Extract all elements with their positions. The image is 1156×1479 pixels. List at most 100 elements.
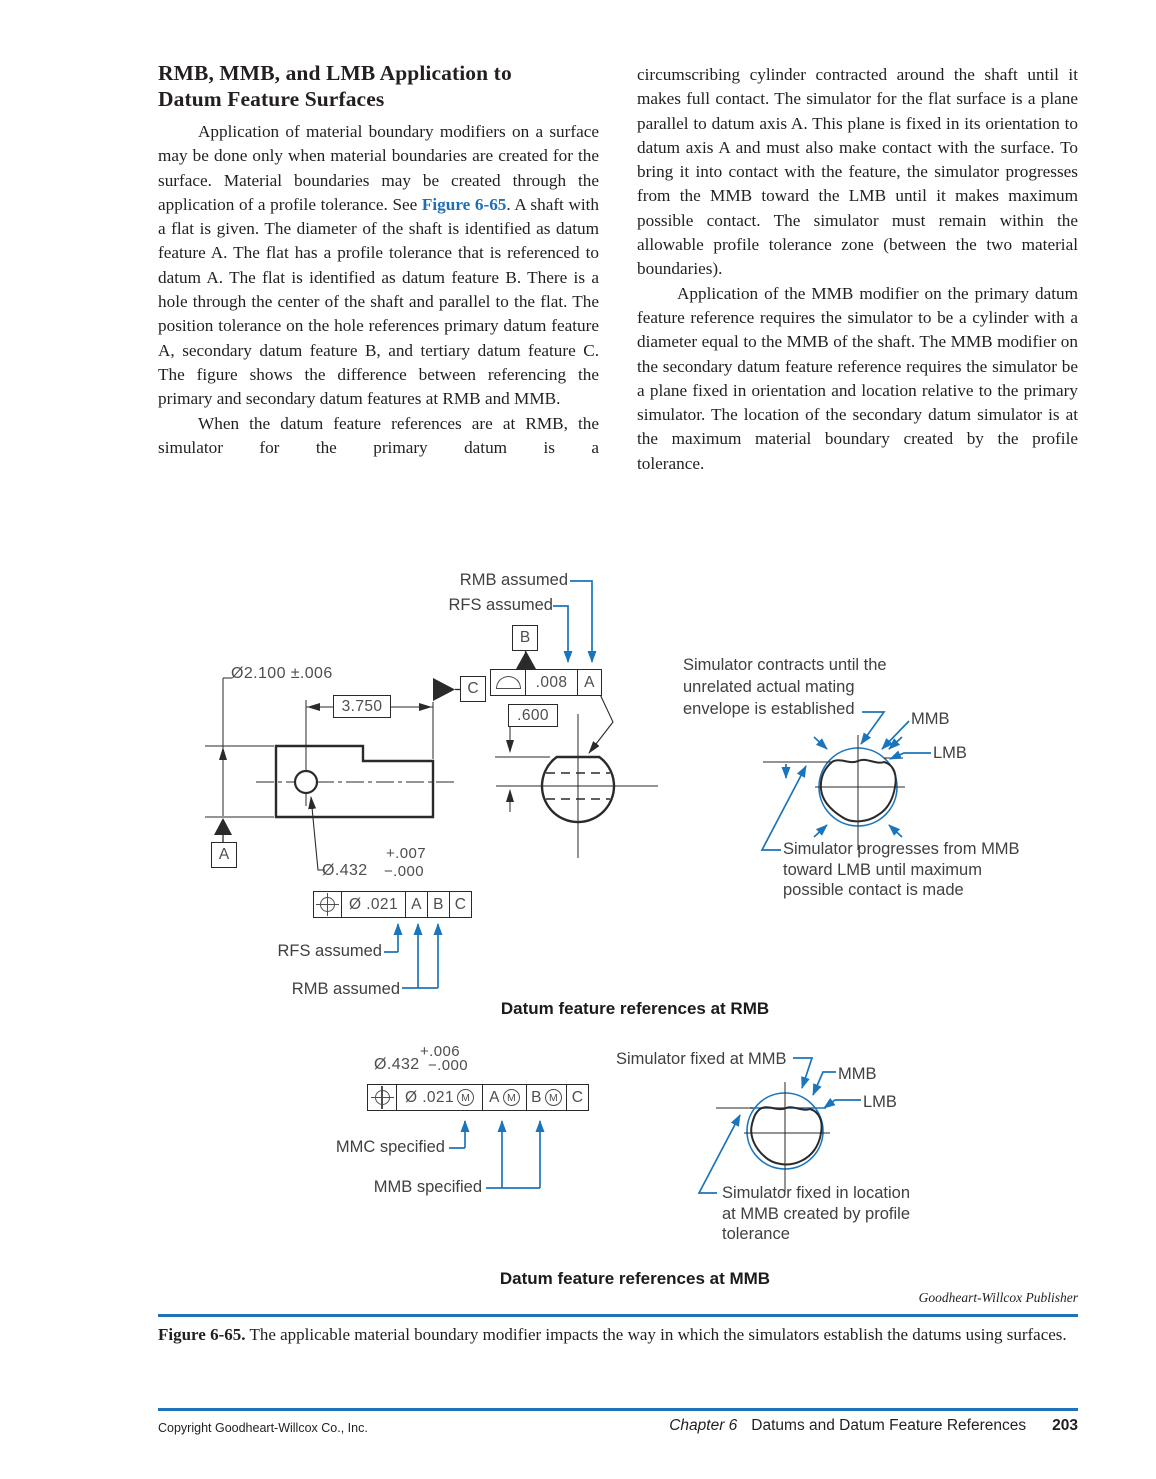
actual-part-outline [819,758,897,823]
label-simulator-contracts: Simulator contracts until the unrelated … [683,656,887,718]
mmb-leader-2 [812,1071,836,1096]
label-lmb: LMB [933,744,967,762]
datum-b-flag: B [512,625,538,651]
paragraph-3: circumscribing cylinder contracted aroun… [637,65,1078,279]
heading-line-1: RMB, MMB, and LMB Application to [158,61,512,85]
datum-a-flag: A [211,842,237,868]
shaft-end-outline [540,755,616,824]
profile-tolerance-value: .008 [525,670,577,695]
hole-diameter: Ø.432 [322,862,368,879]
primary-datum-ref: A [405,892,427,917]
tertiary-datum-ref-2: C [566,1085,588,1110]
mmb-simulator-illustration [697,1057,861,1194]
profile-of-surface-icon [495,676,521,689]
footer-rule [158,1408,1078,1411]
mmb-fcf-arrows [449,1121,545,1189]
footer-chapter: Chapter 6 [669,1417,738,1434]
caption-rmb: Datum feature references at RMB [500,999,770,1018]
secondary-datum-ref: B [427,892,449,917]
footer-copyright: Copyright Goodheart-Willcox Co., Inc. [158,1421,368,1435]
hole-circle [293,769,319,795]
envelope-leader [860,711,886,745]
left-column: RMB, MMB, and LMB Application to Datum F… [158,60,599,460]
datum-c-triangle [433,678,455,701]
footer-right: Chapter 6 Datums and Datum Feature Refer… [669,1417,1078,1435]
profile-datum-ref: A [577,670,601,695]
end-view-drawing [495,714,658,858]
actual-part-outline-2 [750,1106,823,1166]
position-fcf-mmb: Ø .021 M A M B M C [367,1084,589,1111]
mmb-leader [881,720,910,750]
label-rfs-assumed: RFS assumed [277,942,382,960]
label-rmb-assumed: RMB assumed [291,980,400,998]
heading-line-2: Datum Feature Surfaces [158,87,385,111]
profile-feature-control-frame: .008 A [490,669,602,696]
diameter-dimension: Ø2.100 ±.006 [231,665,333,682]
figure-caption: Figure 6-65. The applicable material bou… [158,1324,1078,1346]
progresses-leader [760,765,807,851]
tertiary-datum-ref: C [449,892,471,917]
datum-a-triangle [214,818,232,835]
hole-diameter-2: Ø.432 [374,1056,420,1073]
paragraph-1-text: Application of material boundary modifie… [158,122,599,214]
label-simulator-fixed-location: Simulator fixed in location at MMB creat… [722,1184,911,1243]
position-tolerance-value: Ø .021 [341,892,405,917]
shaft-outline [274,744,435,819]
label-lmb-2: LMB [863,1093,897,1111]
label-simulator-fixed: Simulator fixed at MMB [616,1050,787,1068]
label-mmb-specified: MMB specified [373,1178,482,1196]
fixed-location-leader [697,1114,741,1194]
label-mmb-2: MMB [838,1065,877,1083]
flat-dimension-box: .600 [508,704,558,727]
figure-caption-rule [158,1314,1078,1317]
figure-caption-text: The applicable material boundary modifie… [245,1325,1067,1344]
footer-page-number: 203 [1052,1417,1078,1434]
lmb-leader [889,750,931,760]
datum-b-triangle [516,651,536,669]
paragraph-2: When the datum feature references are at… [158,413,599,457]
paragraph-1: Application of material boundary modifie… [158,120,599,412]
figure-reference-link[interactable]: Figure 6-65 [421,194,507,214]
rmb-simulator-illustration [760,711,931,851]
position-tolerance-value-2: Ø .021 M [396,1085,482,1110]
hole-tol-minus: −.000 [384,863,424,880]
right-column: circumscribing cylinder contracted aroun… [637,63,1078,476]
label-mmb: MMB [911,710,950,728]
sim-fixed-leader [793,1057,814,1089]
rmb-assumed-leader [570,580,597,663]
datum-c-letter: C [467,680,479,697]
label-rmb-assumed-top: RMB assumed [459,571,568,589]
hole-leader [308,796,325,871]
mmb-modifier-icon: M [502,1089,520,1106]
figure-caption-label: Figure 6-65. [158,1325,246,1344]
datum-b-letter: B [519,629,531,646]
secondary-datum-ref-2: B M [526,1085,566,1110]
fcf-leader-to-flat [588,689,614,754]
section-heading: RMB, MMB, and LMB Application to Datum F… [158,60,599,112]
rmb-fcf-arrows [384,924,443,989]
label-rfs-assumed-top: RFS assumed [448,596,553,614]
caption-mmb: Datum feature references at MMB [499,1269,771,1288]
length-dimension-box: 3.750 [333,695,391,718]
label-mmc-specified: MMC specified [335,1138,445,1156]
rfs-assumed-leader [553,605,573,663]
profile-fcf-linework [516,580,614,754]
paragraph-1-text-cont: . A shaft with a flat is given. The diam… [158,194,600,409]
primary-datum-ref-2: A M [482,1085,526,1110]
datum-a-letter: A [218,846,230,863]
label-simulator-progresses: Simulator progresses from MMB toward LMB… [783,840,1020,899]
lmb-leader-2 [823,1097,861,1109]
position-symbol-icon [370,1086,394,1109]
hole-tol-plus: +.007 [386,845,426,862]
footer-chapter-title: Datums and Datum Feature References [751,1417,1027,1434]
paragraph-4: Application of the MMB modifier on the p… [637,283,1078,473]
mmc-modifier-icon: M [456,1089,474,1106]
hole-tol-minus-2: −.000 [428,1057,468,1074]
publisher-credit: Goodheart-Willcox Publisher [918,1290,1078,1305]
position-fcf-rmb: Ø .021 A B C [313,891,472,918]
mmb-modifier-icon: M [544,1089,562,1106]
datum-c-flag: C [460,676,486,702]
